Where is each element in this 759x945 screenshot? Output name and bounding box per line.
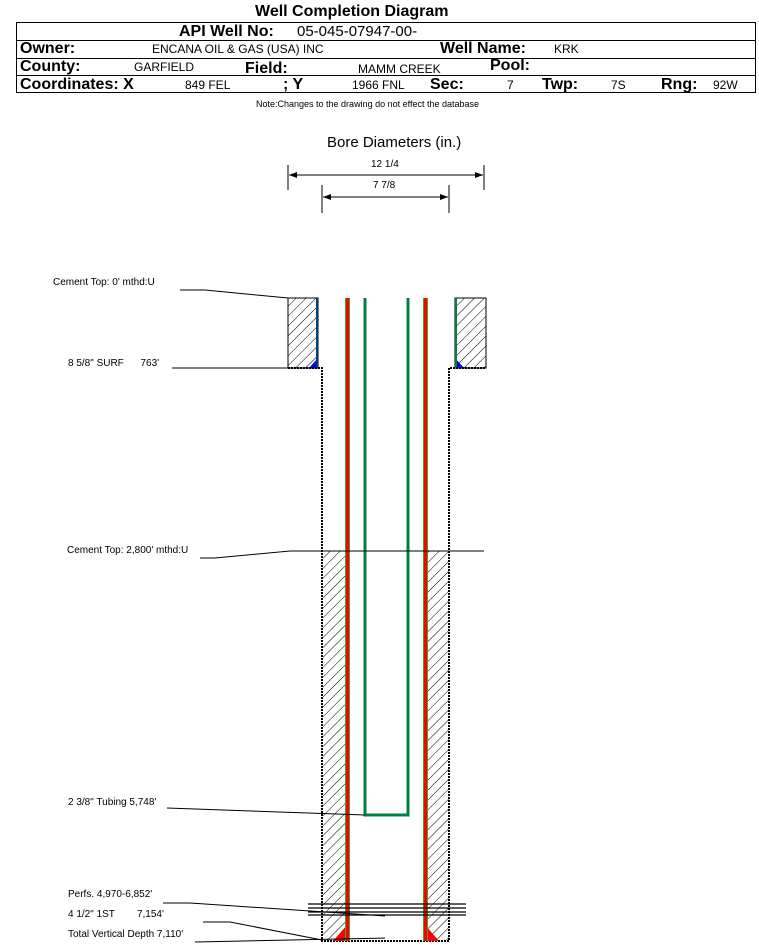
tubing-label: 2 3/8" Tubing 5,748' (68, 797, 157, 808)
borehole-outline (288, 367, 486, 942)
field-value: MAMM CREEK (358, 62, 441, 76)
pool-label: Pool: (490, 57, 530, 74)
rng-value: 92W (713, 78, 738, 92)
twp-label: Twp: (542, 76, 579, 93)
sec-value: 7 (507, 78, 514, 92)
surface-casing-label: 8 5/8" SURF 763' (68, 358, 160, 369)
note: Note:Changes to the drawing do not effec… (256, 99, 479, 109)
production-casing (345, 298, 428, 941)
dimension-inner (321, 185, 450, 213)
coord-y-label: ; Y (283, 76, 304, 93)
tubing (363, 298, 410, 817)
bore-inner-label: 7 7/8 (373, 180, 396, 191)
county-value: GARFIELD (134, 60, 195, 74)
page-title: Well Completion Diagram (255, 3, 449, 20)
well-header-table: API Well No: 05-045-07947-00- Owner: ENC… (16, 22, 756, 93)
coord-x-value: 849 FEL (185, 78, 231, 92)
twp-value: 7S (611, 78, 626, 92)
well-name-label: Well Name: (440, 40, 526, 57)
cement-top-2-label: Cement Top: 2,800' mthd:U (67, 545, 189, 556)
api-value: 05-045-07947-00- (297, 23, 418, 40)
owner-label: Owner: (20, 40, 76, 57)
production-cement (323, 551, 449, 941)
well-name-value: KRK (554, 42, 579, 56)
bore-title: Bore Diameters (in.) (327, 134, 462, 151)
coord-x-label: Coordinates: X (20, 76, 134, 93)
bore-outer-label: 12 1/4 (371, 159, 399, 170)
perforations (308, 903, 466, 916)
sec-label: Sec: (430, 76, 464, 93)
dimension-outer (287, 165, 485, 190)
leader-lines (163, 289, 484, 943)
coord-y-value: 1966 FNL (352, 78, 405, 92)
rng-label: Rng: (661, 76, 698, 93)
api-label: API Well No: (179, 23, 274, 40)
cement-top-1-label: Cement Top: 0' mthd:U (53, 277, 155, 288)
field-label: Field: (245, 60, 288, 77)
tvd-label: Total Vertical Depth 7,110' (68, 929, 184, 940)
surface-cement (287, 297, 487, 369)
owner-value: ENCANA OIL & GAS (USA) INC (152, 42, 324, 56)
production-casing-label: 4 1/2" 1ST 7,154' (68, 909, 164, 920)
county-label: County: (20, 58, 81, 75)
perfs-label: Perfs. 4,970-6,852' (68, 889, 153, 900)
